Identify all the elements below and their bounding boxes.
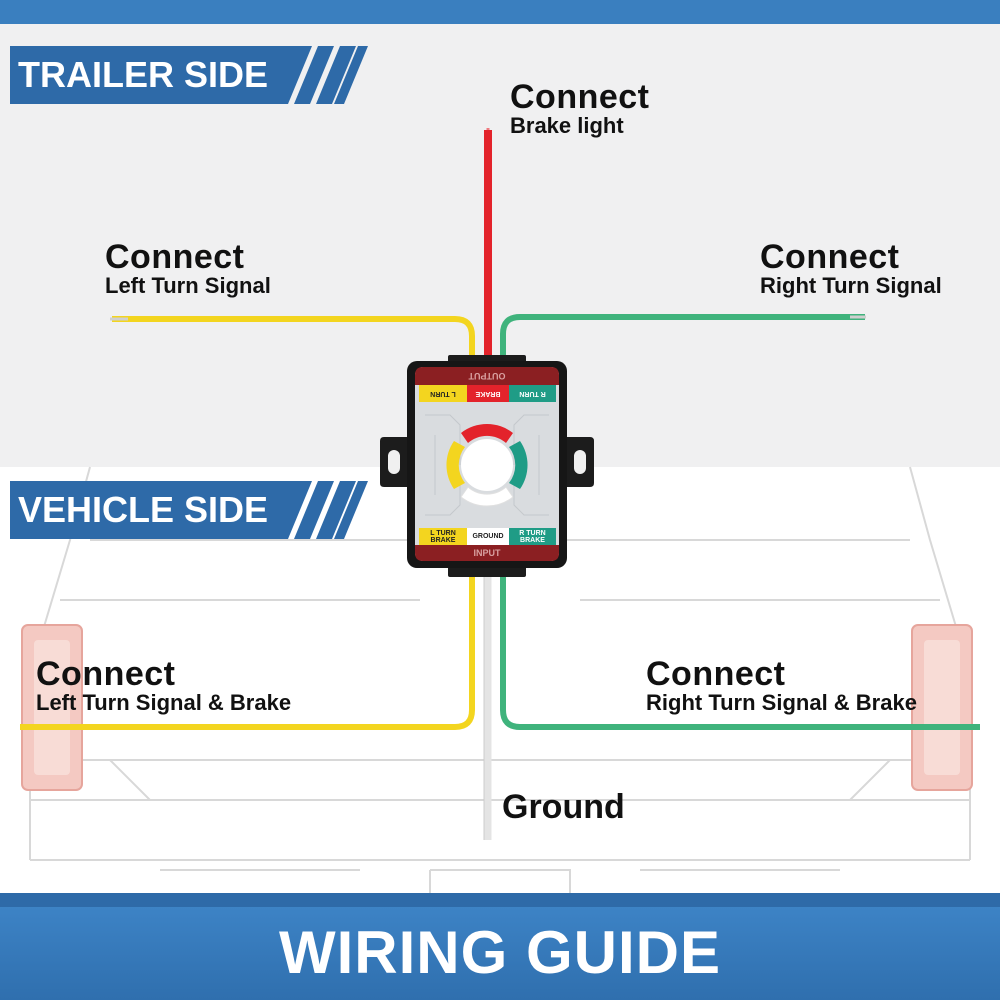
output-cell-brake: BRAKE — [475, 390, 501, 397]
right-turn-title: Connect — [760, 238, 900, 276]
input-cell-r-turn-line2: BRAKE — [520, 536, 545, 544]
footer-title: WIRING GUIDE — [279, 919, 721, 986]
trailer-side-banner: TRAILER SIDE — [0, 46, 370, 104]
right-turn-desc: Right Turn Signal — [760, 273, 942, 298]
brake-light-title: Connect — [510, 78, 650, 116]
right-turn-wire — [500, 314, 865, 362]
input-cell-l-turn-line2: BRAKE — [430, 536, 456, 544]
right-turn-brake-desc: Right Turn Signal & Brake — [646, 690, 917, 715]
left-turn-brake-title: Connect — [36, 655, 176, 693]
right-turn-brake-wire — [500, 570, 980, 730]
vehicle-side-label: VEHICLE SIDE — [18, 489, 269, 530]
left-turn-brake-desc: Left Turn Signal & Brake — [36, 690, 292, 715]
input-label: INPUT — [473, 548, 501, 558]
output-label: OUTPUT — [468, 371, 506, 381]
top-accent-bar — [0, 0, 1000, 24]
left-turn-wire — [112, 316, 475, 362]
left-tail-light — [21, 624, 83, 791]
ground-label: Ground — [502, 788, 625, 826]
input-cell-r-turn-brake: R TURN BRAKE — [509, 528, 556, 545]
right-turn-brake-label: Connect Right Turn Signal & Brake — [646, 657, 917, 714]
brake-light-desc: Brake light — [510, 113, 624, 138]
input-cell-l-turn-brake: L TURN BRAKE — [419, 528, 467, 545]
left-turn-desc: Left Turn Signal — [105, 273, 271, 298]
input-cell-ground: GROUND — [472, 533, 504, 540]
input-cell-l-turn-line1: L TURN — [430, 529, 456, 537]
input-cell-r-turn-line1: R TURN — [519, 529, 546, 537]
left-turn-label: Connect Left Turn Signal — [105, 240, 271, 297]
right-tail-light — [911, 624, 973, 791]
vehicle-side-banner: VEHICLE SIDE — [0, 481, 370, 539]
right-turn-label: Connect Right Turn Signal — [760, 240, 942, 297]
brake-light-label: Connect Brake light — [510, 80, 650, 137]
right-turn-brake-title: Connect — [646, 655, 786, 693]
left-turn-title: Connect — [105, 238, 245, 276]
left-turn-brake-label: Connect Left Turn Signal & Brake — [36, 657, 291, 714]
tail-light-converter: OUTPUT L TURN BRAKE R TURN L TURN BRAKE … — [380, 355, 594, 577]
output-cell-l-turn: L TURN — [430, 390, 456, 397]
footer-stripe — [0, 893, 1000, 907]
output-cell-r-turn: R TURN — [519, 390, 546, 397]
left-turn-brake-wire — [20, 570, 475, 730]
trailer-side-label: TRAILER SIDE — [18, 54, 269, 95]
footer-banner — [0, 893, 1000, 1000]
